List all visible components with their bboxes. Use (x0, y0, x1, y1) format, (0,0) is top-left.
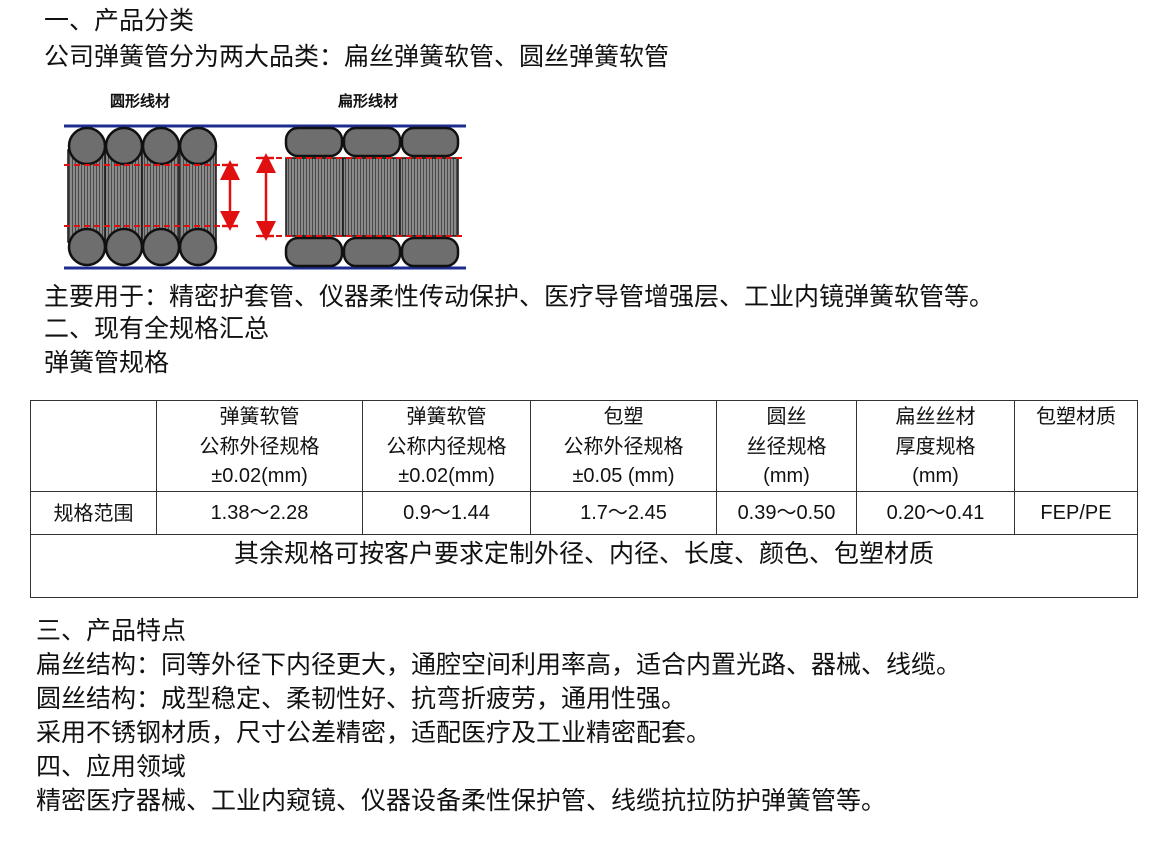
usage-text: 主要用于：精密护套管、仪器柔性传动保护、医疗导管增强层、工业内镜弹簧软管等。 (44, 282, 995, 311)
range-cell-round-wire: 0.39～0.50 (716, 491, 857, 535)
section1-heading: 一、产品分类 (44, 6, 195, 35)
wire-diagram-svg: 圆形线材 扁形线材 (64, 92, 466, 270)
section3-heading: 三、产品特点 (36, 616, 187, 645)
round-wire-label: 圆形线材 (110, 92, 170, 110)
spec-table: 弹簧软管 公称外径规格 ±0.02(mm) 弹簧软管 公称内径规格 ±0.02(… (30, 400, 1138, 598)
section1-intro: 公司弹簧管分为两大品类：扁丝弹簧软管、圆丝弹簧软管 (44, 42, 670, 71)
section2-heading: 二、现有全规格汇总 (44, 314, 270, 343)
header-cell-id: 弹簧软管 公称内径规格 ±0.02(mm) (362, 400, 531, 492)
flat-wire-label: 扁形线材 (338, 92, 398, 110)
header-cell-empty (30, 400, 157, 492)
table-title: 弹簧管规格 (44, 348, 170, 377)
header-cell-material: 包塑材质 (1014, 400, 1138, 492)
range-cell-flat-wire: 0.20～0.41 (856, 491, 1015, 535)
range-label-cell: 规格范围 (30, 491, 157, 535)
custom-spec-note: 其余规格可按客户要求定制外径、内径、长度、颜色、包塑材质 (30, 534, 1138, 598)
round-wire-group (67, 126, 218, 267)
feature-flat-wire: 扁丝结构：同等外径下内径更大，通腔空间利用率高，适合内置光路、器械、线缆。 (36, 650, 962, 679)
range-cell-material: FEP/PE (1014, 491, 1138, 535)
table-range-row: 规格范围 1.38～2.28 0.9～1.44 1.7～2.45 0.39～0.… (30, 491, 1138, 535)
flat-wire-group (284, 126, 460, 268)
wire-cross-section-diagram: 圆形线材 扁形线材 (60, 88, 470, 276)
range-cell-coated-od: 1.7～2.45 (530, 491, 717, 535)
range-cell-od: 1.38～2.28 (156, 491, 363, 535)
feature-round-wire: 圆丝结构：成型稳定、柔韧性好、抗弯折疲劳，通用性强。 (36, 684, 687, 713)
application-text: 精密医疗器械、工业内窥镜、仪器设备柔性保护管、线缆抗拉防护弹簧管等。 (36, 786, 887, 815)
section4-heading: 四、应用领域 (36, 752, 187, 781)
table-note-row: 其余规格可按客户要求定制外径、内径、长度、颜色、包塑材质 (30, 534, 1138, 598)
header-cell-round-wire: 圆丝 丝径规格 (mm) (716, 400, 857, 492)
feature-material: 采用不锈钢材质，尺寸公差精密，适配医疗及工业精密配套。 (36, 718, 712, 747)
header-cell-od: 弹簧软管 公称外径规格 ±0.02(mm) (156, 400, 363, 492)
header-cell-flat-wire: 扁丝丝材 厚度规格 (mm) (856, 400, 1015, 492)
table-header-row: 弹簧软管 公称外径规格 ±0.02(mm) 弹簧软管 公称内径规格 ±0.02(… (30, 400, 1138, 492)
range-cell-id: 0.9～1.44 (362, 491, 531, 535)
header-cell-coated-od: 包塑 公称外径规格 ±0.05 (mm) (530, 400, 717, 492)
